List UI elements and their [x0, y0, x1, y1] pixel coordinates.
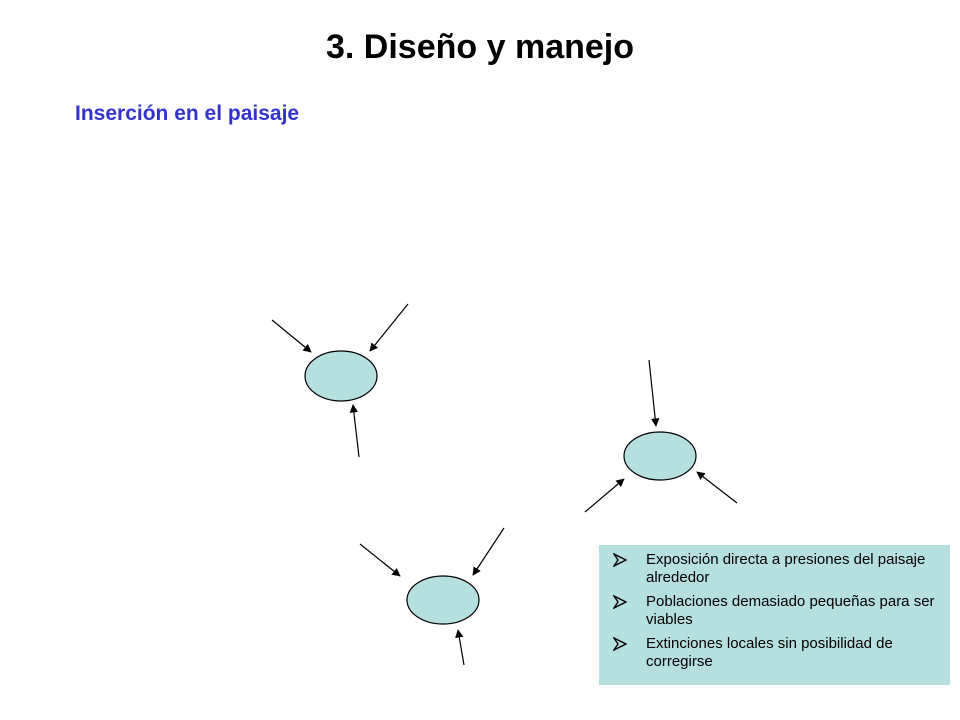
slide-subtitle: Inserción en el paisaje	[75, 102, 300, 125]
arrowhead-bullet-icon	[613, 553, 627, 567]
consequence-text: Extinciones locales sin posibilidad de c…	[646, 635, 893, 670]
pressure-arrow	[696, 471, 738, 504]
pressure-arrow	[455, 629, 465, 666]
patch-ellipse	[623, 431, 697, 481]
consequence-item: Exposición directa a presiones del paisa…	[611, 551, 940, 587]
pressure-arrow	[472, 527, 505, 576]
pressure-arrow	[584, 478, 625, 513]
pressure-arrow	[349, 404, 360, 458]
patch-ellipse	[304, 350, 378, 402]
arrowhead-bullet-icon	[613, 595, 627, 609]
consequence-text: Poblaciones demasiado pequeñas para ser …	[646, 593, 935, 628]
slide-title: 3. Diseño y manejo	[326, 28, 634, 66]
arrowhead-bullet-icon	[613, 637, 627, 651]
consequence-item: Poblaciones demasiado pequeñas para ser …	[611, 593, 940, 629]
pressure-arrow	[648, 359, 660, 427]
pressure-arrow	[271, 319, 312, 353]
pressure-arrow	[359, 543, 401, 577]
consequences-list: Exposición directa a presiones del paisa…	[611, 551, 940, 671]
pressure-arrow	[369, 303, 409, 352]
consequences-box: Exposición directa a presiones del paisa…	[599, 545, 950, 685]
patch-ellipse	[406, 575, 480, 625]
consequence-text: Exposición directa a presiones del paisa…	[646, 551, 926, 586]
consequence-item: Extinciones locales sin posibilidad de c…	[611, 635, 940, 671]
